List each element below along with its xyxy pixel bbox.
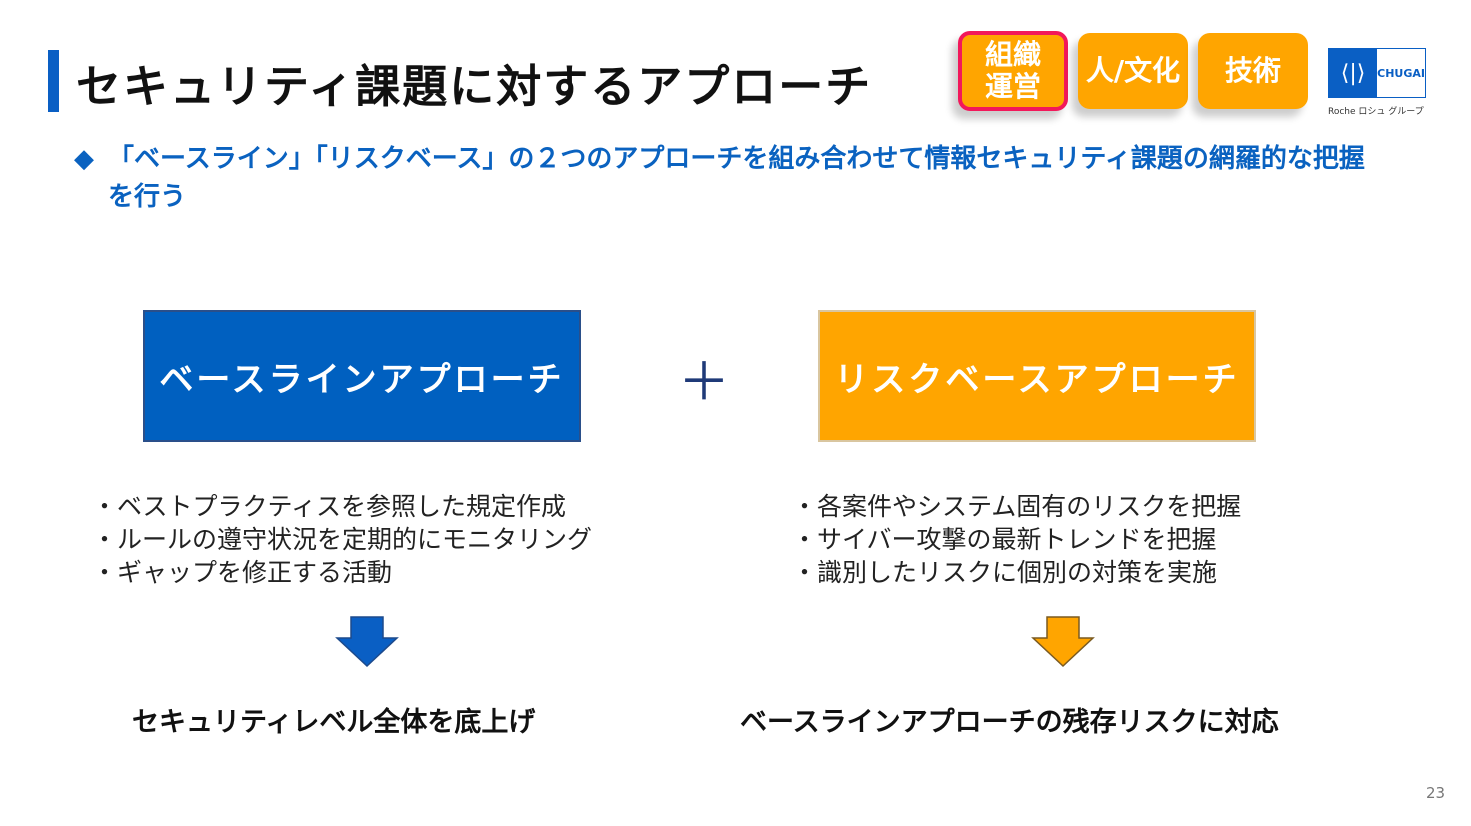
list-item: ・ギャップを修正する活動 [92, 558, 393, 587]
riskbase-approach-box: リスクベースアプローチ [818, 310, 1256, 442]
down-arrow-icon [335, 616, 399, 668]
list-item: ・ルールの遵守状況を定期的にモニタリング [92, 525, 593, 554]
riskbase-result: ベースラインアプローチの残存リスクに対応 [740, 707, 1279, 738]
page-title: セキュリティ課題に対するアプローチ [76, 60, 873, 113]
badge-label: 組織 運営 [984, 38, 1041, 103]
badge-technology: 技術 [1198, 33, 1308, 109]
list-item: ・識別したリスクに個別の対策を実施 [792, 558, 1218, 587]
list-item: ・ベストプラクティスを参照した規定作成 [92, 492, 567, 521]
badge-organization: 組織 運営 [958, 31, 1068, 111]
lead-statement: ◆ 「ベースライン」「リスクベース」の２つのアプローチを組み合わせて情報セキュリ… [74, 140, 1374, 216]
list-item: ・各案件やシステム固有のリスクを把握 [792, 492, 1242, 521]
lead-text: 「ベースライン」「リスクベース」の２つのアプローチを組み合わせて情報セキュリティ… [108, 144, 1365, 212]
chugai-mark-icon: ⟨|⟩ [1329, 49, 1378, 97]
list-item: ・サイバー攻撃の最新トレンドを把握 [792, 525, 1217, 554]
plus-icon: ＋ [678, 353, 731, 413]
chugai-logo: ⟨|⟩ CHUGAI [1328, 48, 1426, 98]
baseline-result: セキュリティレベル全体を底上げ [132, 707, 536, 738]
title-accent-bar [48, 50, 59, 112]
logo-name: CHUGAI [1377, 66, 1425, 80]
badge-label: 人/文化 [1085, 54, 1181, 87]
badge-label: 技術 [1224, 54, 1281, 87]
roche-group-label: Roche ロシュ グループ [1328, 107, 1424, 117]
down-arrow-icon [1031, 616, 1095, 668]
baseline-list: ・ベストプラクティスを参照した規定作成 ・ルールの遵守状況を定期的にモニタリング… [92, 490, 592, 589]
baseline-approach-box: ベースラインアプローチ [143, 310, 581, 442]
riskbase-list: ・各案件やシステム固有のリスクを把握 ・サイバー攻撃の最新トレンドを把握 ・識別… [792, 490, 1241, 589]
page-number: 23 [1426, 784, 1446, 802]
diamond-bullet-icon: ◆ [74, 144, 94, 174]
badge-people-culture: 人/文化 [1078, 33, 1188, 109]
